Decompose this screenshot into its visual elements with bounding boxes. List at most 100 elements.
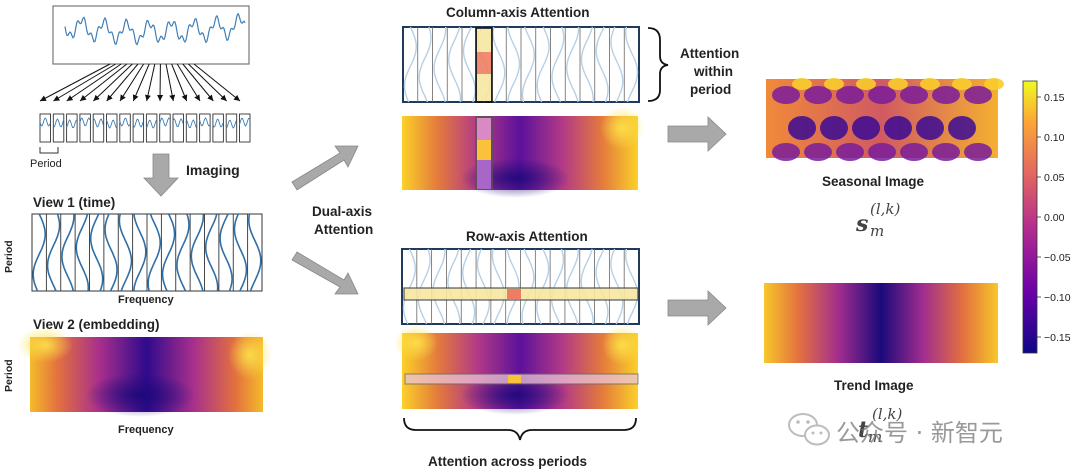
view1-column-curve xyxy=(204,213,219,292)
trend-symbol-base: t xyxy=(858,417,868,443)
column-embedding-heatmap xyxy=(402,106,644,198)
dual-axis-label-2: Attention xyxy=(314,222,373,237)
view1-period-axis: Period xyxy=(3,240,15,273)
column-highlight-cell-top xyxy=(477,29,491,52)
within-label-1: Attention xyxy=(680,46,739,61)
wechat-icon xyxy=(788,413,830,446)
seasonal-image xyxy=(766,78,1004,161)
view1-column-curve xyxy=(104,213,118,292)
seasonal-blob xyxy=(836,143,864,161)
period-segment xyxy=(92,113,105,143)
split-arrow xyxy=(92,63,133,102)
column-heatmap-bright xyxy=(600,106,644,150)
period-segment xyxy=(66,113,78,143)
period-segment xyxy=(185,113,198,143)
seasonal-blob xyxy=(836,86,864,104)
column-attention-curve xyxy=(610,26,624,103)
column-attention-curve xyxy=(433,27,447,103)
row-heatmap-bright-right xyxy=(602,325,642,365)
split-arrow xyxy=(79,63,128,102)
column-attention-title: Column-axis Attention xyxy=(446,5,590,20)
seasonal-blob xyxy=(900,86,928,104)
period-segment xyxy=(132,113,145,143)
period-segment-signal xyxy=(53,118,64,128)
view1-column-curve xyxy=(118,213,133,292)
period-segments xyxy=(39,113,251,143)
row-attention-curve xyxy=(417,248,431,325)
view1-column-curve xyxy=(233,213,248,292)
seasonal-label: Seasonal Image xyxy=(822,174,925,189)
row-attention-curve xyxy=(624,248,639,325)
raw-series-frame xyxy=(52,5,250,65)
column-attention-curve xyxy=(447,26,462,103)
view2-frequency-axis: Frequency xyxy=(118,424,175,436)
view1-column-curve xyxy=(32,213,47,292)
raw-series-panel xyxy=(52,5,250,65)
period-segment-signal xyxy=(119,117,131,127)
period-segment-signal xyxy=(79,117,91,127)
watermark: 公众号 · 新智元 xyxy=(788,413,1003,447)
trend-arrow xyxy=(667,290,727,326)
row-attention-curve xyxy=(565,249,579,325)
row-attention-curve xyxy=(610,248,624,325)
row-attention-curve xyxy=(521,248,535,325)
imaging-label: Imaging xyxy=(186,162,240,178)
seasonal-bright-blob xyxy=(856,78,876,90)
seasonal-blob xyxy=(932,86,960,104)
column-attention-curve xyxy=(580,26,595,103)
seasonal-blob xyxy=(868,143,896,161)
seasonal-blob xyxy=(964,143,992,161)
view1-column-curve xyxy=(46,213,61,292)
period-segment xyxy=(119,113,131,143)
trend-symbol: t m (l,k) xyxy=(858,405,903,446)
view1-column-curve xyxy=(219,213,233,292)
row-attention-curve xyxy=(402,248,417,325)
seasonal-bright-blob xyxy=(952,78,972,90)
period-segment xyxy=(172,113,184,143)
seasonal-blob xyxy=(868,86,896,104)
seasonal-blob xyxy=(804,143,832,161)
column-highlight-cell-bottom xyxy=(477,74,491,101)
period-segment xyxy=(199,113,211,143)
seasonal-blob xyxy=(932,143,960,161)
seasonal-blob xyxy=(964,86,992,104)
seasonal-blob xyxy=(916,116,944,140)
view1-column-curve xyxy=(190,214,205,292)
view1-frequency-axis: Frequency xyxy=(118,294,175,306)
seasonal-bright-blob xyxy=(984,78,1004,90)
seasonal-symbol-base: s xyxy=(855,211,868,237)
seasonal-symbol-sup: (l,k) xyxy=(870,200,901,218)
view1-column-curve xyxy=(61,214,75,292)
row-attention-curve xyxy=(491,248,505,325)
column-attention-curve xyxy=(625,26,639,103)
seasonal-blob xyxy=(804,86,832,104)
within-label-3: period xyxy=(690,82,731,97)
seasonal-blob xyxy=(820,116,848,140)
seasonal-blob xyxy=(948,116,976,140)
column-attention-image xyxy=(402,26,640,103)
column-attention-curve xyxy=(418,26,432,103)
view1-column-curve xyxy=(75,213,90,292)
seasonal-bright-blob xyxy=(920,78,940,90)
view2-period-axis: Period xyxy=(3,359,15,392)
colorbar-tick-label: −0.05 xyxy=(1044,252,1071,264)
period-segment-signal xyxy=(159,117,171,127)
period-segment-signal xyxy=(199,117,210,127)
split-arrows xyxy=(39,63,241,102)
row-attention-curve xyxy=(447,248,461,325)
view1-column-curve xyxy=(176,213,190,292)
row-heatmap-bright-left xyxy=(394,325,438,361)
view1-time-image xyxy=(31,213,263,292)
period-segment xyxy=(159,113,171,143)
row-heatmap-band xyxy=(404,373,639,385)
dual-axis-arrow-up xyxy=(291,145,359,191)
row-heatmap-dark xyxy=(460,375,570,415)
colorbar-tick-label: 0.00 xyxy=(1044,212,1065,224)
period-segment-signal xyxy=(172,118,184,128)
seasonal-blob xyxy=(772,86,800,104)
seasonal-symbol: s m (l,k) xyxy=(855,200,901,240)
column-attention-curve xyxy=(595,26,609,103)
period-segment-signal xyxy=(66,119,77,129)
